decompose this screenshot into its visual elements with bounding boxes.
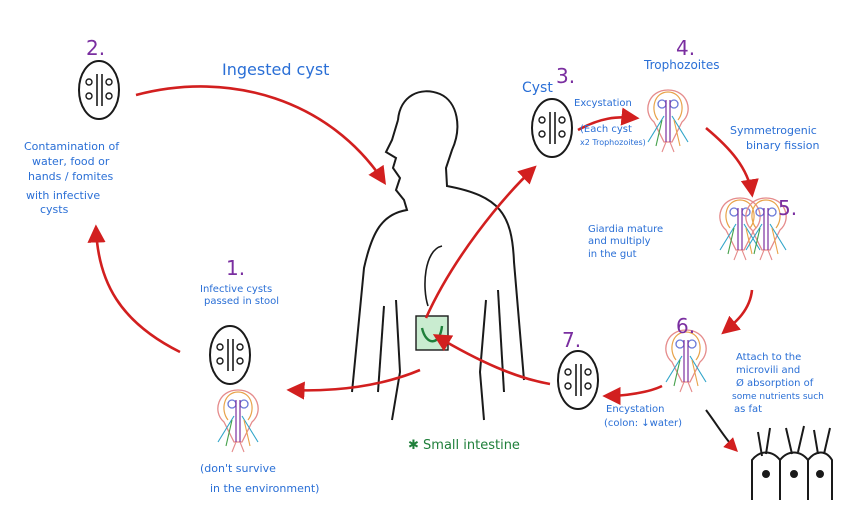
encystation-line-1: Encystation: [606, 404, 665, 415]
contamination-line-5: cysts: [40, 203, 69, 216]
human-silhouette: [351, 90, 525, 421]
passed-stool-line-1: Infective cysts: [200, 284, 273, 295]
cyst-icon-step2: [78, 60, 120, 120]
mature-line-1: Giardia mature: [588, 224, 664, 235]
contamination-line-2: water, food or: [32, 155, 110, 168]
attach-line-2: microvili and: [736, 365, 801, 376]
trophozoite-icon-step4: [647, 89, 689, 153]
attach-line-5: as fat: [734, 404, 763, 415]
cycle-arrows: [87, 85, 759, 406]
each-cyst-label-1: (Each cyst: [580, 124, 632, 135]
arrow-excystation: [577, 107, 640, 132]
passed-stool-line-2: passed in stool: [204, 296, 280, 307]
contamination-line-3: hands / fomites: [28, 170, 114, 183]
step-number-4: 4.: [676, 36, 696, 60]
small-intestine-box: [415, 315, 449, 351]
step-number-6: 6.: [676, 314, 696, 338]
contamination-line-4: with infective: [26, 189, 101, 202]
trophozoite-icon-step1: [217, 389, 259, 453]
ingested-cyst-label: Ingested cyst: [222, 60, 330, 79]
cyst-icon-step1: [209, 325, 251, 385]
binary-fission-label-1: Symmetrogenic: [730, 124, 817, 137]
arrow-attach: [705, 409, 738, 452]
survive-line-1: (don't survive: [200, 462, 276, 475]
cyst-icon-step3: [531, 98, 573, 158]
intestine-icon: [420, 325, 444, 343]
survive-line-2: in the environment): [210, 482, 320, 495]
attach-line-4: some nutrients such: [732, 392, 824, 402]
arrow-to-step7: [602, 384, 663, 406]
attach-line-1: Attach to the: [736, 352, 802, 363]
microvilli-cells-icon: [751, 425, 833, 500]
arrow-back-to-gut: [432, 334, 551, 386]
contamination-line-1: Contamination of: [24, 140, 120, 153]
cyst-label: Cyst: [522, 80, 553, 96]
attach-line-3: Ø absorption of: [736, 378, 814, 389]
step-number-5: 5.: [778, 196, 798, 220]
small-intestine-label: ✱ Small intestine: [408, 438, 520, 453]
arrow-passed-stool: [286, 368, 421, 400]
trophozoites-label: Trophozoites: [644, 58, 720, 72]
each-cyst-label-2: x2 Trophozoites): [580, 138, 646, 147]
arrow-binary-fission: [705, 127, 759, 198]
excystation-label: Excystation: [574, 98, 632, 109]
arrow-to-cyst: [424, 165, 537, 319]
encystation-line-2: (colon: ↓water): [604, 418, 683, 429]
mature-line-2: and multiply: [588, 236, 651, 247]
arrow-to-step6: [721, 289, 754, 335]
binary-fission-label-2: binary fission: [746, 139, 820, 152]
step-number-1: 1.: [226, 256, 246, 280]
step-number-3: 3.: [556, 64, 576, 88]
mature-line-3: in the gut: [588, 249, 637, 260]
arrow-ingestion: [135, 85, 387, 186]
trophozoite-icon-step6: [665, 329, 707, 393]
step-number-7: 7.: [562, 328, 582, 352]
step-number-2: 2.: [86, 36, 106, 60]
arrow-contamination: [87, 224, 181, 354]
cyst-icon-step7: [557, 350, 599, 410]
